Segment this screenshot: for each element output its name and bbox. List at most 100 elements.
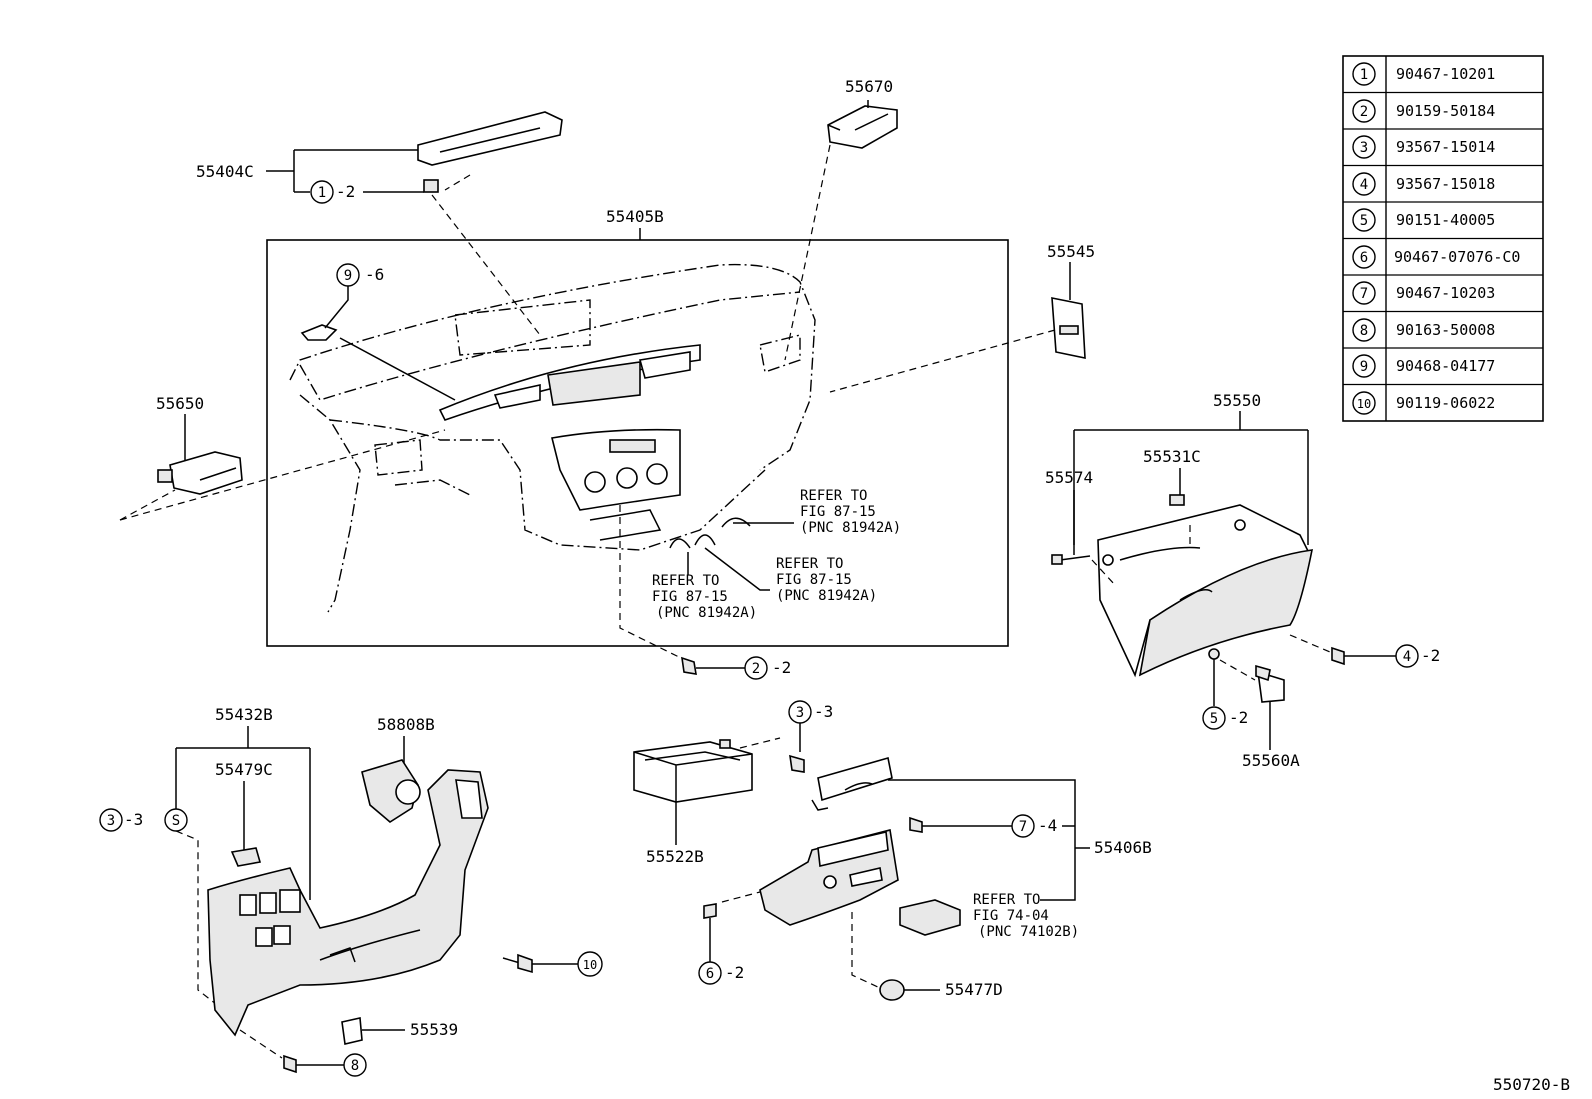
svg-text:REFER TO: REFER TO <box>652 573 719 589</box>
part-55432B-drawing <box>207 769 489 1037</box>
table-part-9: 90468-04177 <box>1396 357 1495 375</box>
part-label-55405B: 55405B <box>606 207 664 226</box>
callout-8-key: 8 <box>351 1058 359 1074</box>
table-key-1: 1 <box>1360 67 1368 83</box>
callout-9-key: 9 <box>344 268 352 284</box>
table-part-7: 90467-10203 <box>1396 284 1495 302</box>
screw-4-drawing <box>1331 646 1345 666</box>
part-label-55539: 55539 <box>410 1020 458 1039</box>
table-part-4: 93567-15018 <box>1396 175 1495 193</box>
table-part-6: 90467-07076-C0 <box>1394 248 1520 266</box>
part-label-55574: 55574 <box>1045 468 1093 487</box>
instrument-panel-frame <box>266 239 1009 647</box>
table-part-8: 90163-50008 <box>1396 321 1495 339</box>
part-label-55550: 55550 <box>1213 391 1261 410</box>
table-key-8: 8 <box>1360 323 1368 339</box>
callout-1 <box>310 180 334 204</box>
part-label-55670: 55670 <box>845 77 893 96</box>
svg-text:(PNC 81942A): (PNC 81942A) <box>656 605 757 621</box>
ashtray-drawing <box>899 899 961 936</box>
part-label-55477D: 55477D <box>945 980 1003 999</box>
callout-7-key: 7 <box>1019 819 1027 835</box>
table-key-6: 6 <box>1360 250 1368 266</box>
table-part-3: 93567-15014 <box>1396 138 1495 156</box>
callout-4 <box>1395 644 1419 668</box>
svg-text:REFER TO: REFER TO <box>776 556 843 572</box>
callout-6-qty: -2 <box>725 963 744 982</box>
table-key-10: 10 <box>1357 397 1371 411</box>
callout-1-qty: -2 <box>336 182 355 201</box>
table-key-5: 5 <box>1360 213 1368 229</box>
callout-2-key: 2 <box>752 661 760 677</box>
screw-3-drawing <box>789 754 805 773</box>
callout-8 <box>343 1053 367 1077</box>
part-label-55406B: 55406B <box>1094 838 1152 857</box>
callout-6 <box>698 961 722 985</box>
table-part-2: 90159-50184 <box>1396 102 1495 120</box>
table-key-2: 2 <box>1360 104 1368 120</box>
callout-1-key: 1 <box>318 185 326 201</box>
part-label-55545: 55545 <box>1047 242 1095 261</box>
callout-3-left-qty: -3 <box>124 810 143 829</box>
callout-7-qty: -4 <box>1038 816 1057 835</box>
part-55650-drawing <box>157 451 243 495</box>
part-55545-drawing <box>1051 297 1086 359</box>
refer-note-d: REFER TO FIG 74-04 (PNC 74102B) <box>973 892 1079 940</box>
callout-9-qty: -6 <box>365 265 384 284</box>
table-key-9: 9 <box>1360 359 1368 375</box>
refer-note-b: REFER TO FIG 87-15 (PNC 81942A) <box>776 556 877 604</box>
part-55522B-drawing <box>633 739 753 803</box>
part-58808B-drawing <box>361 759 421 823</box>
fastener-table: 1 90467-10201 2 90159-50184 3 93567-1501… <box>1342 55 1544 422</box>
refer-note-a: REFER TO FIG 87-15 (PNC 81942A) <box>800 488 901 536</box>
callout-5-qty: -2 <box>1229 708 1248 727</box>
callout-5 <box>1202 706 1226 730</box>
callout-5-key: 5 <box>1210 711 1218 727</box>
svg-text:FIG 87-15: FIG 87-15 <box>800 504 876 520</box>
part-label-55432B: 55432B <box>215 705 273 724</box>
part-label-55479C: 55479C <box>215 760 273 779</box>
bezel-upper-drawing <box>811 756 893 811</box>
callout-4-qty: -2 <box>1421 646 1440 665</box>
bezel-lower-drawing <box>759 829 899 926</box>
callout-4-key: 4 <box>1403 649 1411 665</box>
callout-3-left-key: 3 <box>107 813 115 829</box>
bolt-10-drawing <box>502 953 533 974</box>
part-label-55650: 55650 <box>156 394 204 413</box>
part-55560A-drawing <box>1255 664 1285 703</box>
part-label-58808B: 58808B <box>377 715 435 734</box>
part-label-55560A: 55560A <box>1242 751 1300 770</box>
part-55477D-drawing <box>879 979 905 1001</box>
svg-text:FIG 87-15: FIG 87-15 <box>776 572 852 588</box>
part-label-55404C: 55404C <box>196 162 254 181</box>
callout-S-key: S <box>172 813 180 829</box>
callout-3-upper-key: 3 <box>796 705 804 721</box>
instrument-panel-drawing <box>289 263 816 613</box>
callout-6-key: 6 <box>706 966 714 982</box>
callout-3-upper-qty: -3 <box>814 702 833 721</box>
screw-7-drawing <box>909 816 923 833</box>
figure-id: 550720-B <box>1493 1075 1570 1094</box>
svg-text:REFER TO: REFER TO <box>800 488 867 504</box>
screw-6-drawing <box>703 903 717 919</box>
callout-7 <box>1011 814 1035 838</box>
table-key-4: 4 <box>1360 177 1368 193</box>
refer-note-c: REFER TO FIG 87-15 (PNC 81942A) <box>652 573 757 621</box>
callout-2 <box>744 656 768 680</box>
table-part-10: 90119-06022 <box>1396 394 1495 412</box>
screw-5-drawing <box>1208 648 1220 706</box>
clip-55479C-drawing <box>230 847 262 867</box>
callout-2-qty: -2 <box>772 658 791 677</box>
part-55550-drawing <box>1097 494 1314 678</box>
part-55670-drawing <box>827 105 898 149</box>
svg-text:(PNC 81942A): (PNC 81942A) <box>800 520 901 536</box>
part-label-55522B: 55522B <box>646 847 704 866</box>
screw-8-drawing <box>283 1054 297 1074</box>
table-key-7: 7 <box>1360 286 1368 302</box>
table-part-5: 90151-40005 <box>1396 211 1495 229</box>
callout-3-left <box>99 808 123 832</box>
svg-text:REFER TO: REFER TO <box>973 892 1040 908</box>
svg-text:(PNC 81942A): (PNC 81942A) <box>776 588 877 604</box>
callout-10-key: 10 <box>583 958 597 972</box>
